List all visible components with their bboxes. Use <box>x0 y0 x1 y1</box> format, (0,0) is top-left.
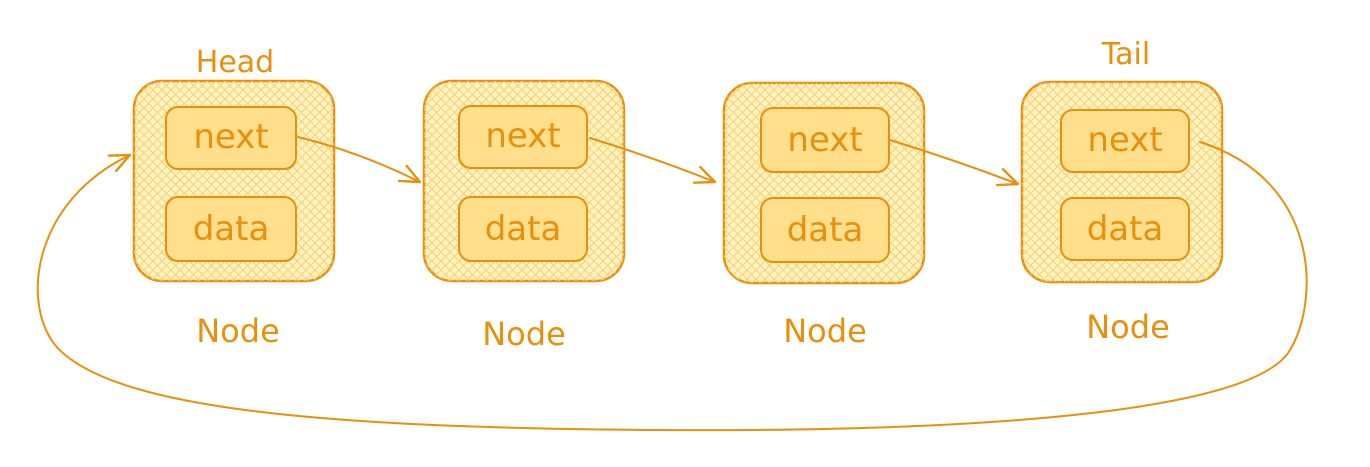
node-2: next data Node <box>422 79 626 353</box>
head-label: Head <box>196 45 274 80</box>
node-caption: Node <box>1086 308 1170 346</box>
arrow-node2-to-node3 <box>589 137 717 184</box>
arrow-tail-to-head <box>36 141 1308 432</box>
next-field <box>458 105 588 169</box>
node-4: next data Node <box>1020 80 1224 346</box>
node-1: next data Node <box>132 79 336 350</box>
data-field-label: data <box>485 209 562 249</box>
node-caption: Node <box>196 312 280 350</box>
next-field <box>165 106 297 170</box>
next-field-label: next <box>485 116 560 156</box>
node-caption: Node <box>482 315 566 353</box>
arrow-node3-to-node4 <box>889 139 1020 187</box>
next-field <box>1060 109 1190 173</box>
tail-label: Tail <box>1101 37 1150 72</box>
data-field <box>1060 197 1190 261</box>
arrow-node1-to-node2 <box>297 136 422 184</box>
next-field-label: next <box>1087 120 1162 160</box>
data-field-label: data <box>193 209 270 249</box>
data-field <box>165 196 297 262</box>
data-field <box>760 197 890 263</box>
data-field-label: data <box>1087 209 1164 249</box>
next-field-label: next <box>193 117 268 157</box>
data-field-label: data <box>787 210 864 250</box>
node-3: next data Node <box>722 81 926 350</box>
next-field-label: next <box>787 120 862 160</box>
data-field <box>458 196 588 262</box>
node-caption: Node <box>783 312 867 350</box>
